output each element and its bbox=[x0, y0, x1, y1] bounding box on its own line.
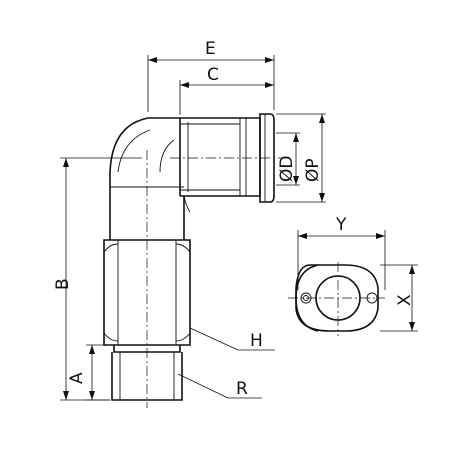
dimension-x: X bbox=[380, 264, 418, 332]
center-lines bbox=[146, 150, 290, 408]
label-x: X bbox=[395, 294, 415, 306]
dimension-b: B bbox=[53, 157, 142, 401]
leader-r: R bbox=[177, 373, 262, 399]
label-y: Y bbox=[335, 215, 347, 235]
flange-end-view bbox=[288, 262, 385, 336]
dimension-y: Y bbox=[297, 215, 386, 290]
label-c: C bbox=[207, 65, 219, 85]
label-b: B bbox=[53, 278, 73, 290]
label-h: H bbox=[250, 331, 263, 351]
dimension-p: ØP bbox=[276, 113, 326, 203]
label-r: R bbox=[236, 379, 248, 399]
dimension-a: A bbox=[67, 344, 110, 401]
label-a: A bbox=[67, 372, 87, 384]
dimension-d: ØD bbox=[276, 132, 300, 186]
fitting-body bbox=[103, 113, 275, 401]
label-d: ØD bbox=[277, 156, 297, 182]
label-e: E bbox=[205, 39, 216, 59]
label-p: ØP bbox=[303, 158, 323, 182]
dimension-e: E bbox=[147, 39, 275, 112]
dimension-c: C bbox=[179, 65, 274, 115]
leader-h: H bbox=[189, 327, 275, 351]
